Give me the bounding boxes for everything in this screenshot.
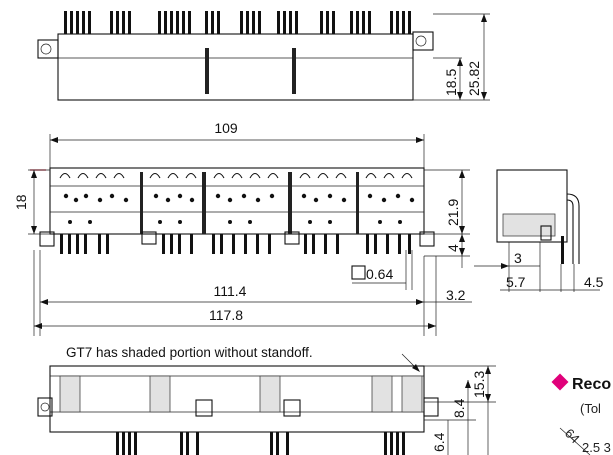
dim-height-low: 6.4 <box>431 432 447 452</box>
front-view: 109 <box>13 120 472 336</box>
recommended-tolerance: (Tol <box>580 401 601 416</box>
dim-height-right: 21.9 <box>445 199 461 226</box>
side-dim-c: 4.5 <box>584 274 604 290</box>
bottom-view: GT7 has shaded portion without standoff.… <box>37 345 496 455</box>
recommended-dims-b: 2.5 3 <box>582 440 611 455</box>
dim-height-mid: 8.4 <box>451 398 467 418</box>
dim-standoff: 4 <box>445 244 461 252</box>
side-dim-b: 5.7 <box>506 274 526 290</box>
dim-height-outer: 25.82 <box>466 61 482 96</box>
dim-height-inner: 18.5 <box>443 69 459 96</box>
top-pins <box>64 11 411 34</box>
front-bottom-pins <box>60 234 411 254</box>
recommended-dims-a: 64 <box>562 426 583 447</box>
diamond-marker-icon <box>551 373 569 391</box>
recommended-section: Reco (Tol 64 2.5 3 <box>551 373 611 455</box>
dim-width-top: 109 <box>214 120 238 136</box>
recommended-title: Reco <box>572 376 611 393</box>
dim-height-top: 15.3 <box>471 371 487 398</box>
top-view: 18.5 25.82 <box>37 11 490 101</box>
side-dim-a: 3 <box>514 250 522 266</box>
dim-total-width: 117.8 <box>209 307 243 323</box>
bottom-pins <box>116 432 405 455</box>
front-contacts <box>63 193 415 224</box>
gt7-note: GT7 has shaded portion without standoff. <box>66 345 313 360</box>
dim-pitch-outer: 111.4 <box>214 283 247 299</box>
dim-pin-square: 0.64 <box>366 266 393 282</box>
dim-height-left: 18 <box>13 194 29 210</box>
front-top-tabs <box>59 172 413 179</box>
dim-edge: 3.2 <box>446 287 466 303</box>
side-view: 3 5.7 4.5 <box>474 169 604 292</box>
